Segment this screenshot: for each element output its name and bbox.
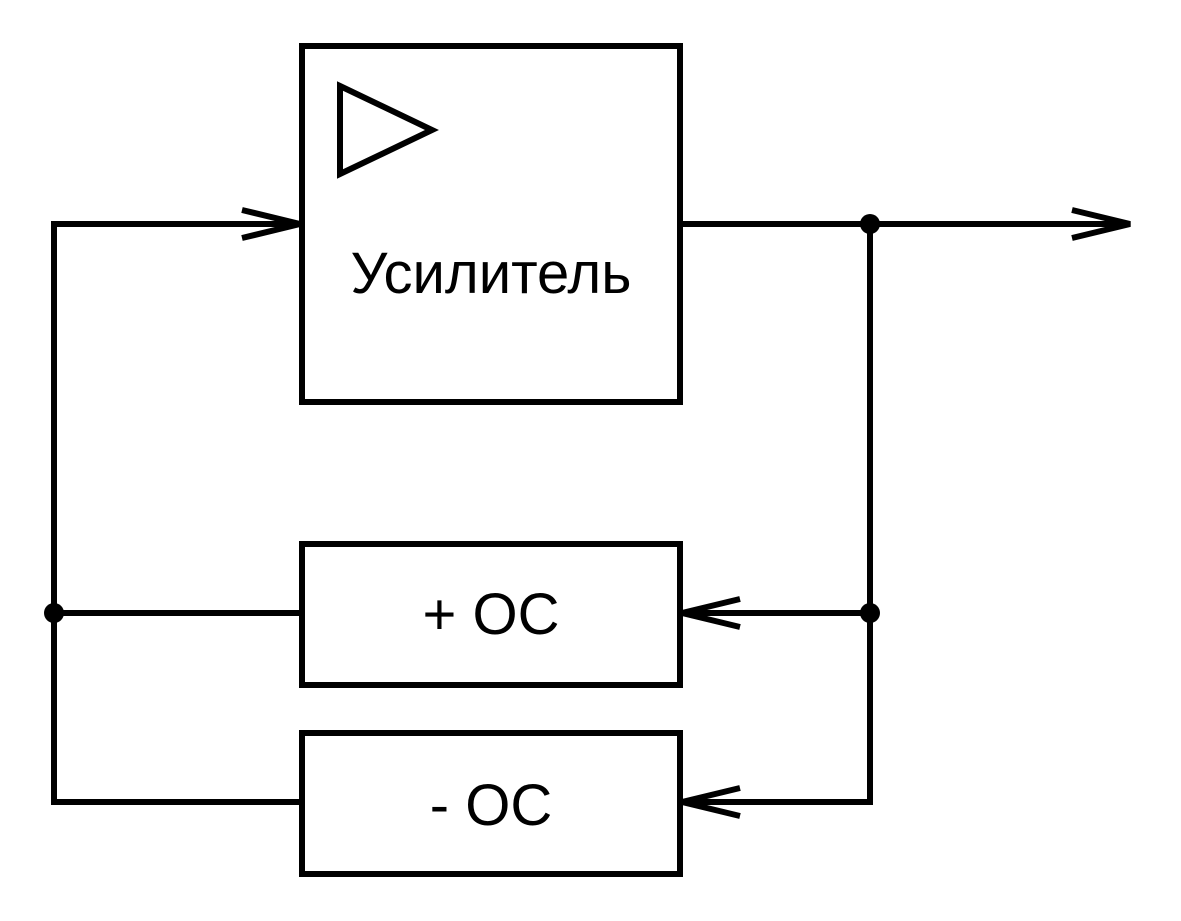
negative-feedback-block: - ОС (299, 730, 683, 877)
amplifier-label: Усилитель (351, 241, 632, 306)
wires (51, 221, 1130, 805)
feedback-junction-node-left (44, 603, 64, 623)
junction-nodes (44, 214, 880, 623)
positive-feedback-block: + ОС (299, 541, 683, 688)
negative-feedback-box (299, 730, 683, 877)
triangle-amplifier-icon (337, 81, 439, 179)
positive-feedback-box (299, 541, 683, 688)
negative-feedback-label: - ОС (430, 773, 552, 838)
output-arrow (1071, 207, 1131, 241)
output-junction-node (860, 214, 880, 234)
amplifier-block: Усилитель (299, 43, 683, 405)
input-wire (51, 221, 300, 805)
amplifier-box (299, 43, 683, 405)
feedback-tap-wire (682, 224, 873, 805)
feedback-junction-node-right (860, 603, 880, 623)
positive-feedback-label: + ОС (423, 582, 560, 647)
